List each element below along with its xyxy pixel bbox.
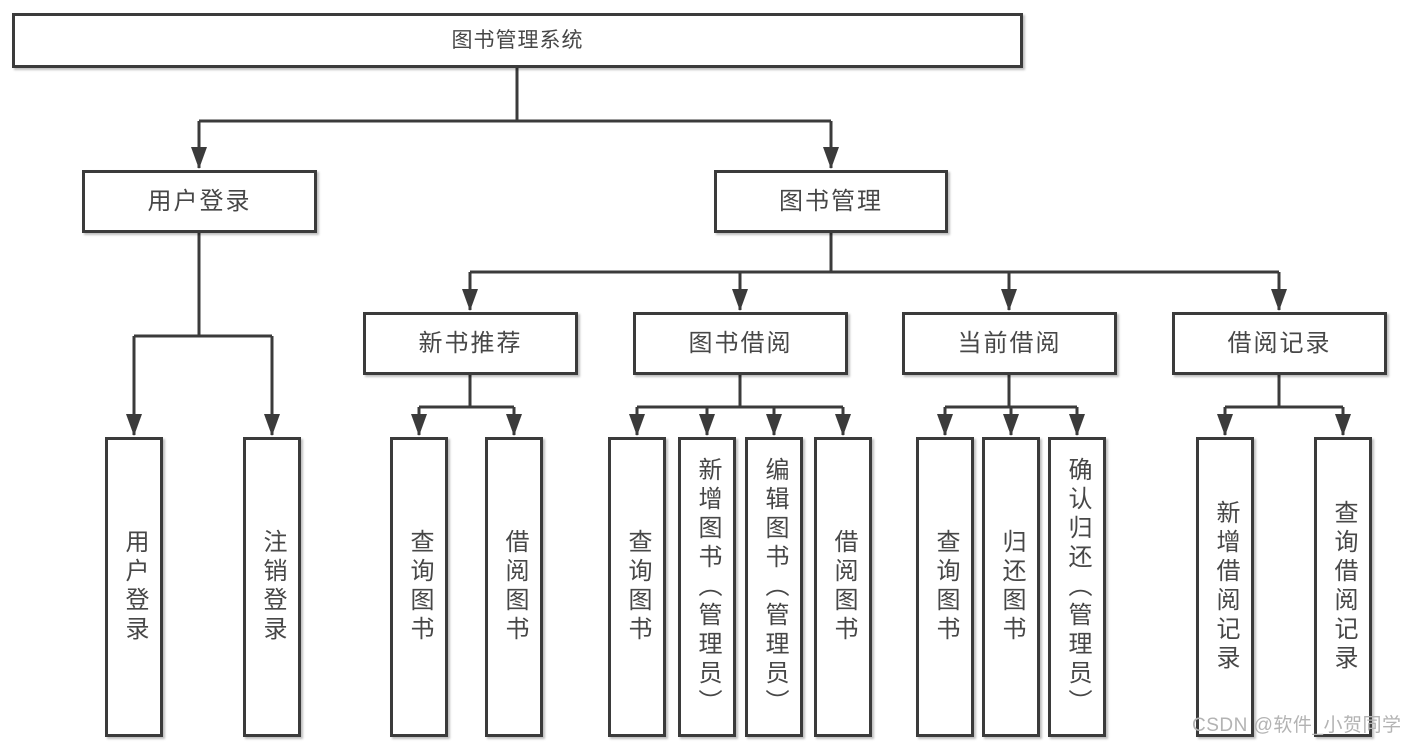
node-book-management-label: 图书管理 [779,187,883,215]
leaf-edit-book-admin-label: 编辑图书（管理员） [761,456,788,718]
leaf-borrow-books-1: 借阅图书 [485,437,543,737]
leaf-query-books-2-label: 查询图书 [624,529,651,645]
leaf-query-books-1-label: 查询图书 [406,529,433,645]
leaf-query-borrow-record-label: 查询借阅记录 [1330,500,1357,674]
leaf-logout: 注销登录 [243,437,301,737]
node-borrow-records-label: 借阅记录 [1227,329,1332,357]
node-book-borrow-label: 图书借阅 [688,329,793,357]
leaf-edit-book-admin: 编辑图书（管理员） [745,437,803,737]
node-book-borrow: 图书借阅 [633,312,848,375]
leaf-add-borrow-record: 新增借阅记录 [1196,437,1254,737]
node-current-borrow: 当前借阅 [902,312,1117,375]
leaf-query-books-2: 查询图书 [608,437,666,737]
leaf-user-login-label: 用户登录 [121,529,148,645]
leaf-borrow-books-2-label: 借阅图书 [830,529,857,645]
node-root-label: 图书管理系统 [451,29,584,52]
node-new-book-recommend: 新书推荐 [363,312,578,375]
leaf-add-book-admin-label: 新增图书（管理员） [694,456,721,718]
node-user-login-label: 用户登录 [147,187,252,215]
node-new-book-recommend-label: 新书推荐 [418,329,523,357]
leaf-user-login: 用户登录 [105,437,163,737]
csdn-watermark: CSDN @软件_小贺同学 [1192,715,1402,736]
leaf-borrow-books-1-label: 借阅图书 [501,529,528,645]
node-user-login: 用户登录 [82,170,317,233]
leaf-query-books-1: 查询图书 [390,437,448,737]
leaf-query-books-3-label: 查询图书 [932,529,959,645]
node-book-management: 图书管理 [714,170,948,233]
leaf-confirm-return-admin-label: 确认归还（管理员） [1064,456,1091,718]
node-root: 图书管理系统 [12,13,1023,68]
leaf-add-book-admin: 新增图书（管理员） [678,437,736,737]
leaf-borrow-books-2: 借阅图书 [814,437,872,737]
leaf-query-borrow-record: 查询借阅记录 [1314,437,1372,737]
node-borrow-records: 借阅记录 [1172,312,1387,375]
leaf-query-books-3: 查询图书 [916,437,974,737]
leaf-logout-label: 注销登录 [259,529,286,645]
leaf-return-books-label: 归还图书 [998,529,1025,645]
node-current-borrow-label: 当前借阅 [957,329,1062,357]
leaf-return-books: 归还图书 [982,437,1040,737]
leaf-confirm-return-admin: 确认归还（管理员） [1048,437,1106,737]
leaf-add-borrow-record-label: 新增借阅记录 [1212,500,1239,674]
